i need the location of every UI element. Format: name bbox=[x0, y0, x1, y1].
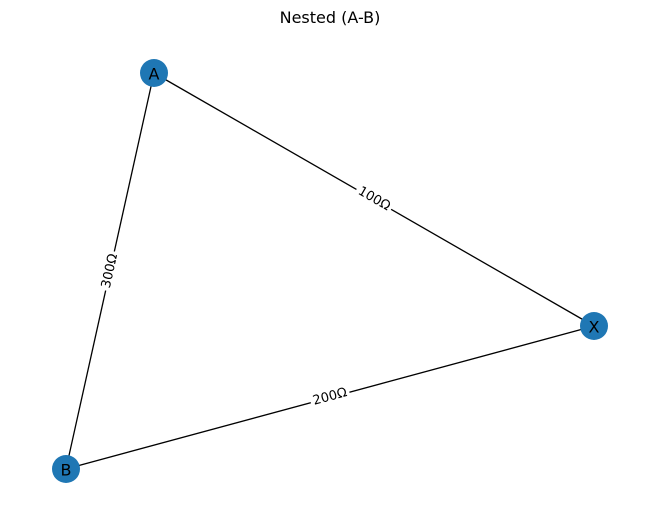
node-a-circle bbox=[140, 59, 168, 87]
node-x-circle bbox=[580, 312, 608, 340]
edge-label-a-b-text: 300Ω bbox=[99, 252, 121, 289]
node-a-label: A bbox=[149, 65, 160, 84]
node-x-label: X bbox=[589, 318, 600, 337]
node-b-circle bbox=[52, 455, 80, 483]
node-b-label: B bbox=[61, 461, 72, 480]
diagram-title: Nested (A-B) bbox=[279, 8, 381, 27]
node-x: X bbox=[580, 312, 608, 340]
node-b: B bbox=[52, 455, 80, 483]
edge-label-b-x: 200Ω bbox=[308, 383, 352, 410]
edge-label-a-x: 100Ω bbox=[352, 181, 396, 216]
edge-label-a-x-text: 100Ω bbox=[355, 184, 393, 214]
node-a: A bbox=[140, 59, 168, 87]
edge-label-a-b: 300Ω bbox=[96, 249, 123, 293]
